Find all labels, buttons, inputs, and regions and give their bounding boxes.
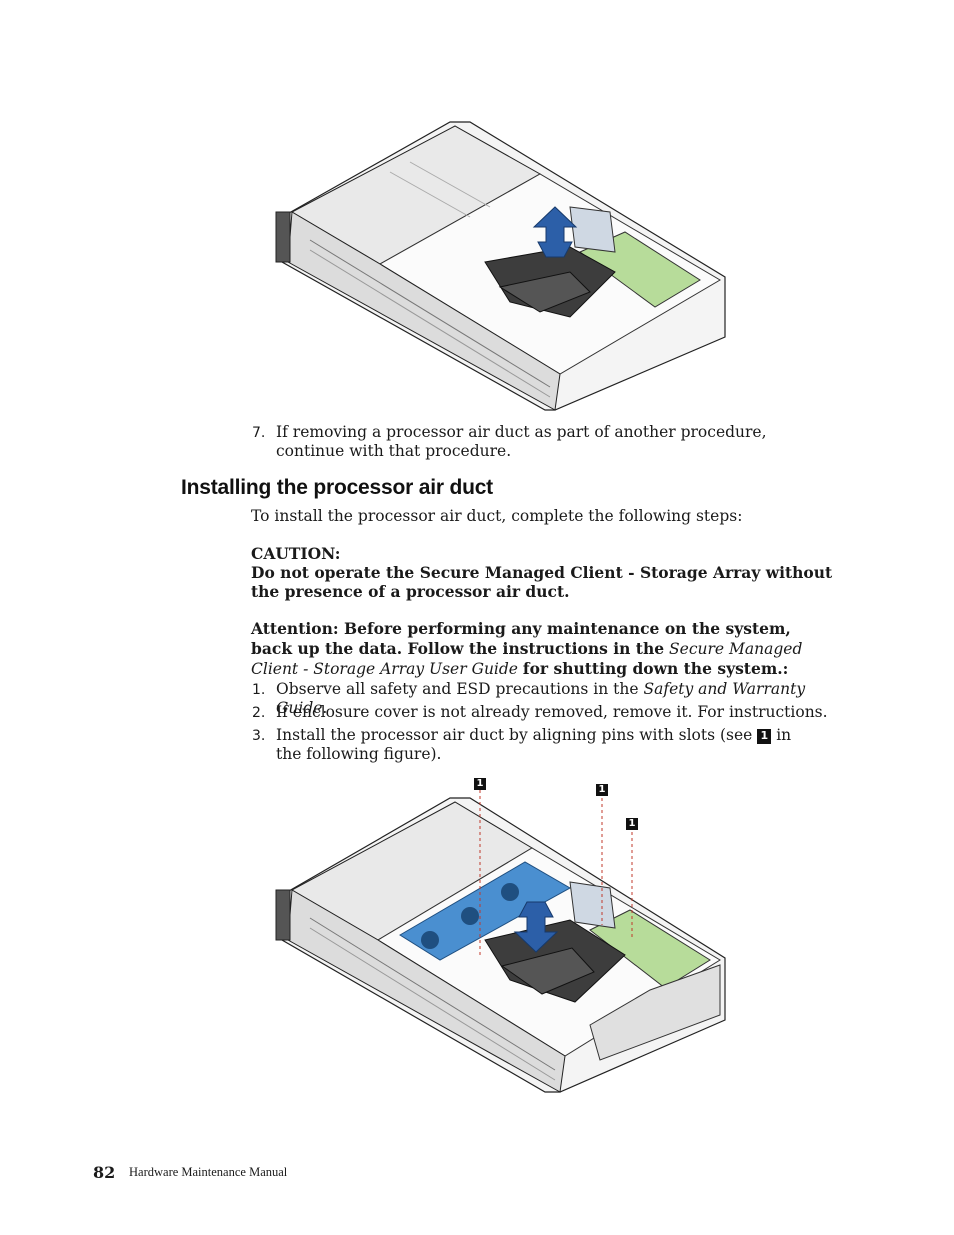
section-heading: Installing the processor air duct xyxy=(181,476,493,499)
footer-title: Hardware Maintenance Manual xyxy=(129,1165,288,1179)
attention-part2: for shutting down the system.: xyxy=(522,659,789,678)
page-number: 82 xyxy=(93,1163,116,1182)
step-3-text: Install the processor air duct by aligni… xyxy=(276,726,792,763)
figure-callout-1b: 1 xyxy=(596,784,608,796)
step-2-text: If enclosure cover is not already remove… xyxy=(276,703,828,721)
attention-note: Attention: Before performing any mainten… xyxy=(251,619,836,679)
attention-guide-title: Secure Managed Client - Storage Array Us… xyxy=(251,640,803,678)
step-3-number: 3. xyxy=(252,728,266,744)
figure-air-duct-removal xyxy=(275,121,726,411)
step-7-number: 7. xyxy=(252,425,266,441)
step-2-number: 2. xyxy=(252,705,266,721)
step-7-text: If removing a processor air duct as part… xyxy=(276,423,767,460)
caution-label: CAUTION: xyxy=(251,544,341,563)
figure-air-duct-installation xyxy=(275,790,726,1093)
figure-callout-1c: 1 xyxy=(626,818,638,830)
safety-guide-title: Safety and Warranty Guide xyxy=(276,680,806,717)
step-1-number: 1. xyxy=(252,682,266,698)
section-intro: To install the processor air duct, compl… xyxy=(251,507,743,525)
attention-part1: Attention: Before performing any mainten… xyxy=(251,619,791,658)
caution-text: Do not operate the Secure Managed Client… xyxy=(251,563,833,601)
step-1-text: Observe all safety and ESD precautions i… xyxy=(276,680,806,717)
callout-marker: 1 xyxy=(757,729,772,744)
figure-callout-1a: 1 xyxy=(474,778,486,790)
